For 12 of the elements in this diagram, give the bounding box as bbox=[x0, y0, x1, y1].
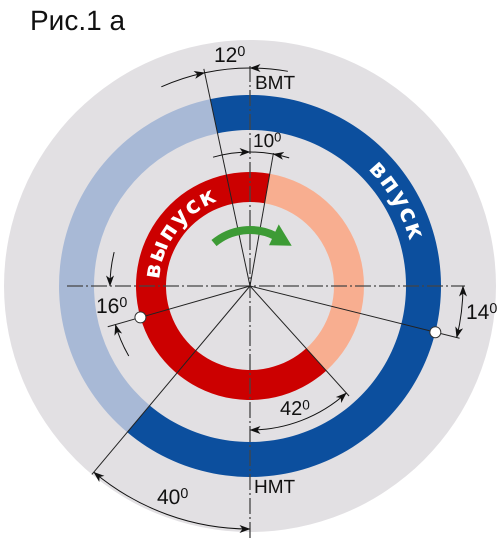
angle-label: 12$^{0}$ bbox=[214, 45, 246, 66]
ring-segment bbox=[59, 99, 218, 432]
angle-label: 14$^{0}$ bbox=[466, 302, 498, 323]
figure-title: Рис.1 а bbox=[30, 7, 126, 35]
ring-segment bbox=[127, 95, 441, 477]
angle-label: 40$^{0}$ bbox=[157, 487, 188, 508]
angle-label: 10$^{0}$ bbox=[253, 132, 282, 151]
angle-label: 42$^{0}$ bbox=[280, 399, 310, 419]
ring-segment bbox=[264, 174, 364, 371]
position-label: ВМТ bbox=[255, 74, 296, 93]
position-label: НМТ bbox=[254, 478, 296, 497]
angle-label: 16$^{0}$ bbox=[96, 296, 128, 317]
